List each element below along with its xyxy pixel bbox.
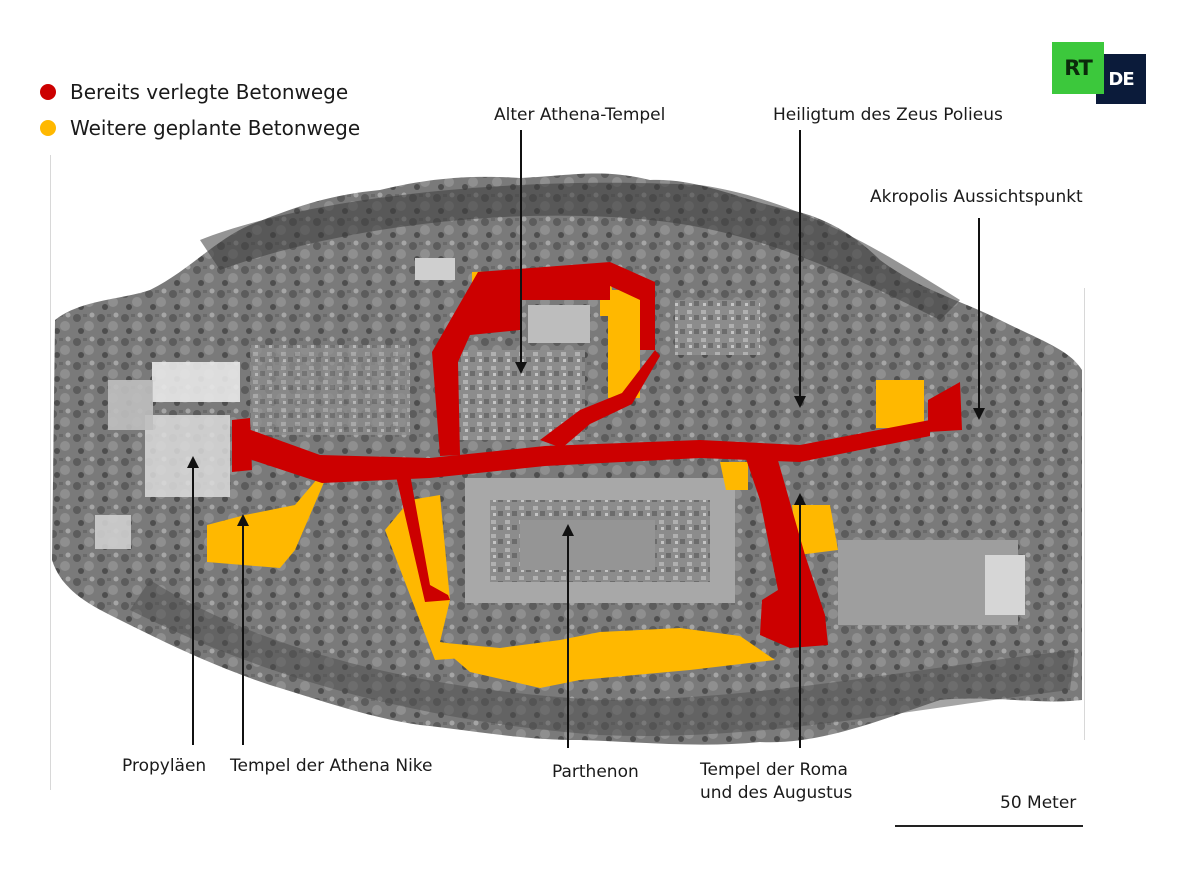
label-aussichtspunkt: Akropolis Aussichtspunkt <box>870 187 1083 207</box>
legend-label-existing: Bereits verlegte Betonwege <box>70 80 349 104</box>
rubble-field-west <box>250 345 410 435</box>
arrowhead-alter-athena <box>515 362 527 374</box>
logo-de-text: DE <box>1108 68 1134 90</box>
museum-roof-light <box>985 555 1025 615</box>
scale-label: 50 Meter <box>1000 793 1077 813</box>
existing-path-belvedere <box>928 382 962 432</box>
label-parthenon: Parthenon <box>552 762 639 782</box>
logo-rt-text: RT <box>1064 56 1093 80</box>
propylaea-building <box>145 415 230 497</box>
arrowhead-roma <box>794 493 806 505</box>
label-propylaeen: Propyläen <box>122 756 207 776</box>
athena-nike-base <box>95 515 131 549</box>
arrowhead-zeus <box>794 396 806 408</box>
rt-de-logo: DE RT <box>1052 42 1146 104</box>
legend-item-existing: Bereits verlegte Betonwege <box>40 74 360 110</box>
frame-line-right <box>1084 288 1085 740</box>
planned-path-south <box>435 628 775 688</box>
erechtheion <box>528 305 590 343</box>
existing-path-north-loop <box>432 262 655 456</box>
planned-path-north-right <box>600 290 640 398</box>
logo-de-block: DE <box>1096 54 1146 104</box>
label-roma-line2: und des Augustus <box>700 783 853 803</box>
existing-path-parthenon-west <box>396 474 450 602</box>
planned-path-east-stub <box>720 462 748 490</box>
rock-shadow-north <box>200 182 960 320</box>
pointer-lines <box>187 130 985 748</box>
north-building <box>415 258 455 280</box>
label-roma-line1: Tempel der Roma <box>700 760 848 780</box>
label-alter-athena-tempel: Alter Athena-Tempel <box>494 105 666 125</box>
legend-yellow-dot-icon <box>40 120 56 136</box>
propylaea-west <box>108 380 153 430</box>
propylaea-roof <box>152 362 240 402</box>
arrowhead-athena-nike <box>237 514 249 526</box>
legend-red-dot-icon <box>40 84 56 100</box>
existing-path-north-diag <box>540 350 660 448</box>
planned-path-belvedere <box>876 380 924 428</box>
label-zeus-polieus: Heiligtum des Zeus Polieus <box>773 105 1003 125</box>
frame-line-left <box>50 155 51 790</box>
existing-path-roma <box>743 450 828 648</box>
arrowhead-parthenon <box>562 524 574 536</box>
map-legend: Bereits verlegte Betonwege Weitere gepla… <box>40 74 360 146</box>
rock-shadow-south <box>130 580 1075 736</box>
existing-path-main-east-west <box>237 420 930 483</box>
existing-paths <box>232 262 962 648</box>
existing-path-propylaea <box>232 418 252 472</box>
parthenon-cella <box>520 520 655 570</box>
logo-rt-block: RT <box>1052 42 1104 94</box>
rubble-field-east <box>675 300 760 355</box>
legend-label-planned: Weitere geplante Betonwege <box>70 116 361 140</box>
scale-bar <box>895 825 1083 827</box>
label-athena-nike: Tempel der Athena Nike <box>230 756 433 776</box>
arrowhead-aussichtspunkt <box>973 408 985 420</box>
planned-path-athena-nike <box>207 478 325 568</box>
planned-path-roma <box>792 505 838 555</box>
legend-item-planned: Weitere geplante Betonwege <box>40 110 360 146</box>
arrowhead-propylaeen <box>187 456 199 468</box>
